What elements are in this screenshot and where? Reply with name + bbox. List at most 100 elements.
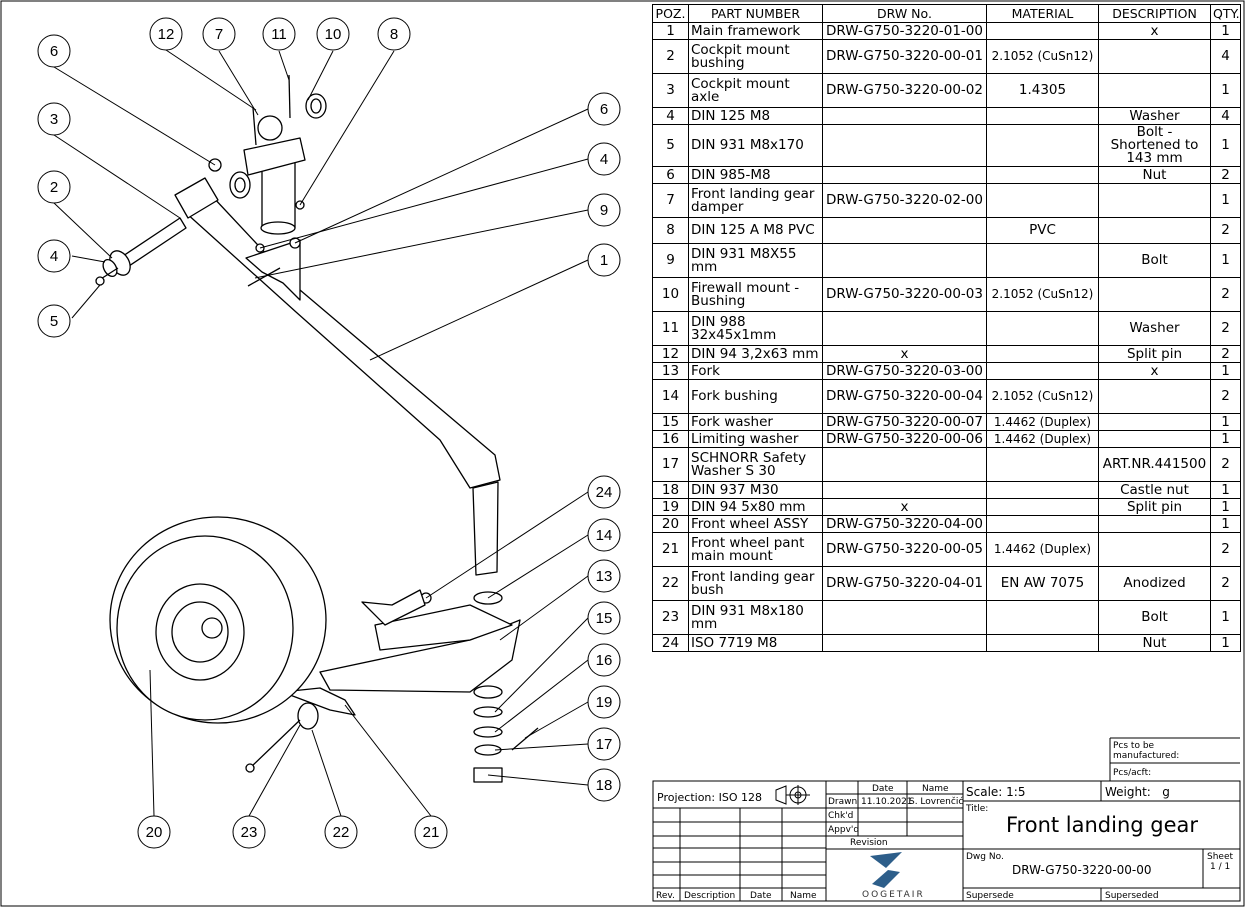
drawn-label: Drawn — [828, 797, 858, 807]
cell-part-number: ISO 7719 M8 — [688, 634, 823, 652]
cell-material — [986, 498, 1099, 516]
cell-material: 2.1052 (CuSn12) — [986, 39, 1099, 74]
cell-material: 2.1052 (CuSn12) — [986, 379, 1099, 414]
cell-material — [986, 311, 1099, 346]
cell-poz: 2 — [652, 39, 689, 74]
header-part-number: PART NUMBER — [688, 4, 823, 23]
title-label: Title: — [966, 804, 989, 814]
date-header: Date — [872, 784, 894, 794]
header-qty: QTY. — [1210, 4, 1241, 23]
cell-qty: 1 — [1210, 22, 1241, 40]
balloon-4-right: 4 — [600, 151, 608, 168]
cell-poz: 16 — [652, 430, 689, 448]
cell-drw-no — [822, 481, 987, 499]
cell-part-number: Limiting washer — [688, 430, 823, 448]
cell-drw-no: DRW-G750-3220-00-04 — [822, 379, 987, 414]
drawn-name: S. Lovrenčić — [909, 797, 964, 807]
cell-description — [1098, 413, 1211, 431]
cell-poz: 23 — [652, 600, 689, 635]
cell-drw-no — [822, 217, 987, 244]
cell-drw-no: DRW-G750-3220-00-02 — [822, 73, 987, 108]
cell-poz: 6 — [652, 166, 689, 184]
balloon-23: 23 — [241, 824, 258, 841]
cell-qty: 2 — [1210, 345, 1241, 363]
cell-poz: 7 — [652, 183, 689, 218]
balloon-16: 16 — [596, 652, 613, 669]
checked-label: Chk'd — [828, 811, 854, 821]
cell-poz: 4 — [652, 107, 689, 125]
header-poz: POZ. — [652, 4, 689, 23]
cell-drw-no: DRW-G750-3220-00-03 — [822, 277, 987, 312]
firewall-bushing-2-inner — [234, 177, 246, 193]
framework-vertical-tube — [472, 481, 499, 576]
cell-part-number: DIN 931 M8X55 mm — [688, 243, 823, 278]
cell-description: Nut — [1098, 634, 1211, 652]
balloon-5: 5 — [50, 313, 58, 330]
cell-description: Nut — [1098, 166, 1211, 184]
supersede-label: Supersede — [966, 891, 1014, 901]
cockpit-bushing-2 — [102, 258, 118, 278]
drawn-date: 11.10.2021 — [861, 797, 913, 807]
cell-material: 2.1052 (CuSn12) — [986, 277, 1099, 312]
cell-qty: 1 — [1210, 498, 1241, 516]
cell-part-number: DIN 988 32x45x1mm — [688, 311, 823, 346]
cell-material — [986, 345, 1099, 363]
cell-drw-no: DRW-G750-3220-00-06 — [822, 430, 987, 448]
approved-label: Appv'd — [828, 825, 860, 835]
rev-description-label: Description — [684, 891, 736, 901]
cell-qty: 2 — [1210, 532, 1241, 567]
cell-poz: 1 — [652, 22, 689, 40]
cell-poz: 8 — [652, 217, 689, 244]
bom-header-row: POZ. PART NUMBER DRW No. MATERIAL DESCRI… — [652, 4, 1241, 23]
bolt-23 — [249, 719, 301, 769]
cell-description — [1098, 39, 1211, 74]
cell-part-number: DIN 931 M8x180 mm — [688, 600, 823, 635]
balloon-1: 1 — [600, 252, 608, 269]
cell-part-number: Firewall mount - Bushing — [688, 277, 823, 312]
name-header: Name — [922, 784, 949, 794]
cell-part-number: DIN 125 M8 — [688, 107, 823, 125]
cell-material — [986, 124, 1099, 167]
cell-qty: 1 — [1210, 124, 1241, 167]
cell-drw-no: DRW-G750-3220-00-07 — [822, 413, 987, 431]
leader-lines — [53, 49, 589, 817]
company-logo — [870, 852, 902, 888]
balloon-6-left: 6 — [50, 43, 58, 60]
cell-poz: 5 — [652, 124, 689, 167]
bolt-9 — [247, 267, 281, 287]
split-pin-11 — [288, 74, 291, 119]
cell-part-number: Fork washer — [688, 413, 823, 431]
cell-description: Split pin — [1098, 345, 1211, 363]
cell-qty: 2 — [1210, 447, 1241, 482]
drawing-title: Front landing gear — [1006, 813, 1199, 837]
cell-poz: 24 — [652, 634, 689, 652]
damper-head — [257, 115, 283, 141]
cell-qty: 1 — [1210, 634, 1241, 652]
balloon-14: 14 — [596, 527, 613, 544]
cell-description: Split pin — [1098, 498, 1211, 516]
cell-description: Bolt — [1098, 243, 1211, 278]
header-material: MATERIAL — [986, 4, 1099, 23]
cell-part-number: DIN 125 A M8 PVC — [688, 217, 823, 244]
cell-qty: 2 — [1210, 379, 1241, 414]
cell-poz: 13 — [652, 362, 689, 380]
cell-drw-no: x — [822, 498, 987, 516]
cell-material: 1.4462 (Duplex) — [986, 430, 1099, 448]
dwg-no: DRW-G750-3220-00-00 — [1012, 863, 1152, 877]
cell-qty: 1 — [1210, 430, 1241, 448]
balloon-2: 2 — [50, 179, 58, 196]
assembly-parts — [95, 74, 539, 783]
balloon-15: 15 — [596, 610, 613, 627]
cell-drw-no — [822, 107, 987, 125]
balloon-12: 12 — [158, 26, 175, 43]
cell-material — [986, 600, 1099, 635]
cell-part-number: Cockpit mount axle — [688, 73, 823, 108]
cell-part-number: DIN 985-M8 — [688, 166, 823, 184]
cell-material: 1.4462 (Duplex) — [986, 413, 1099, 431]
